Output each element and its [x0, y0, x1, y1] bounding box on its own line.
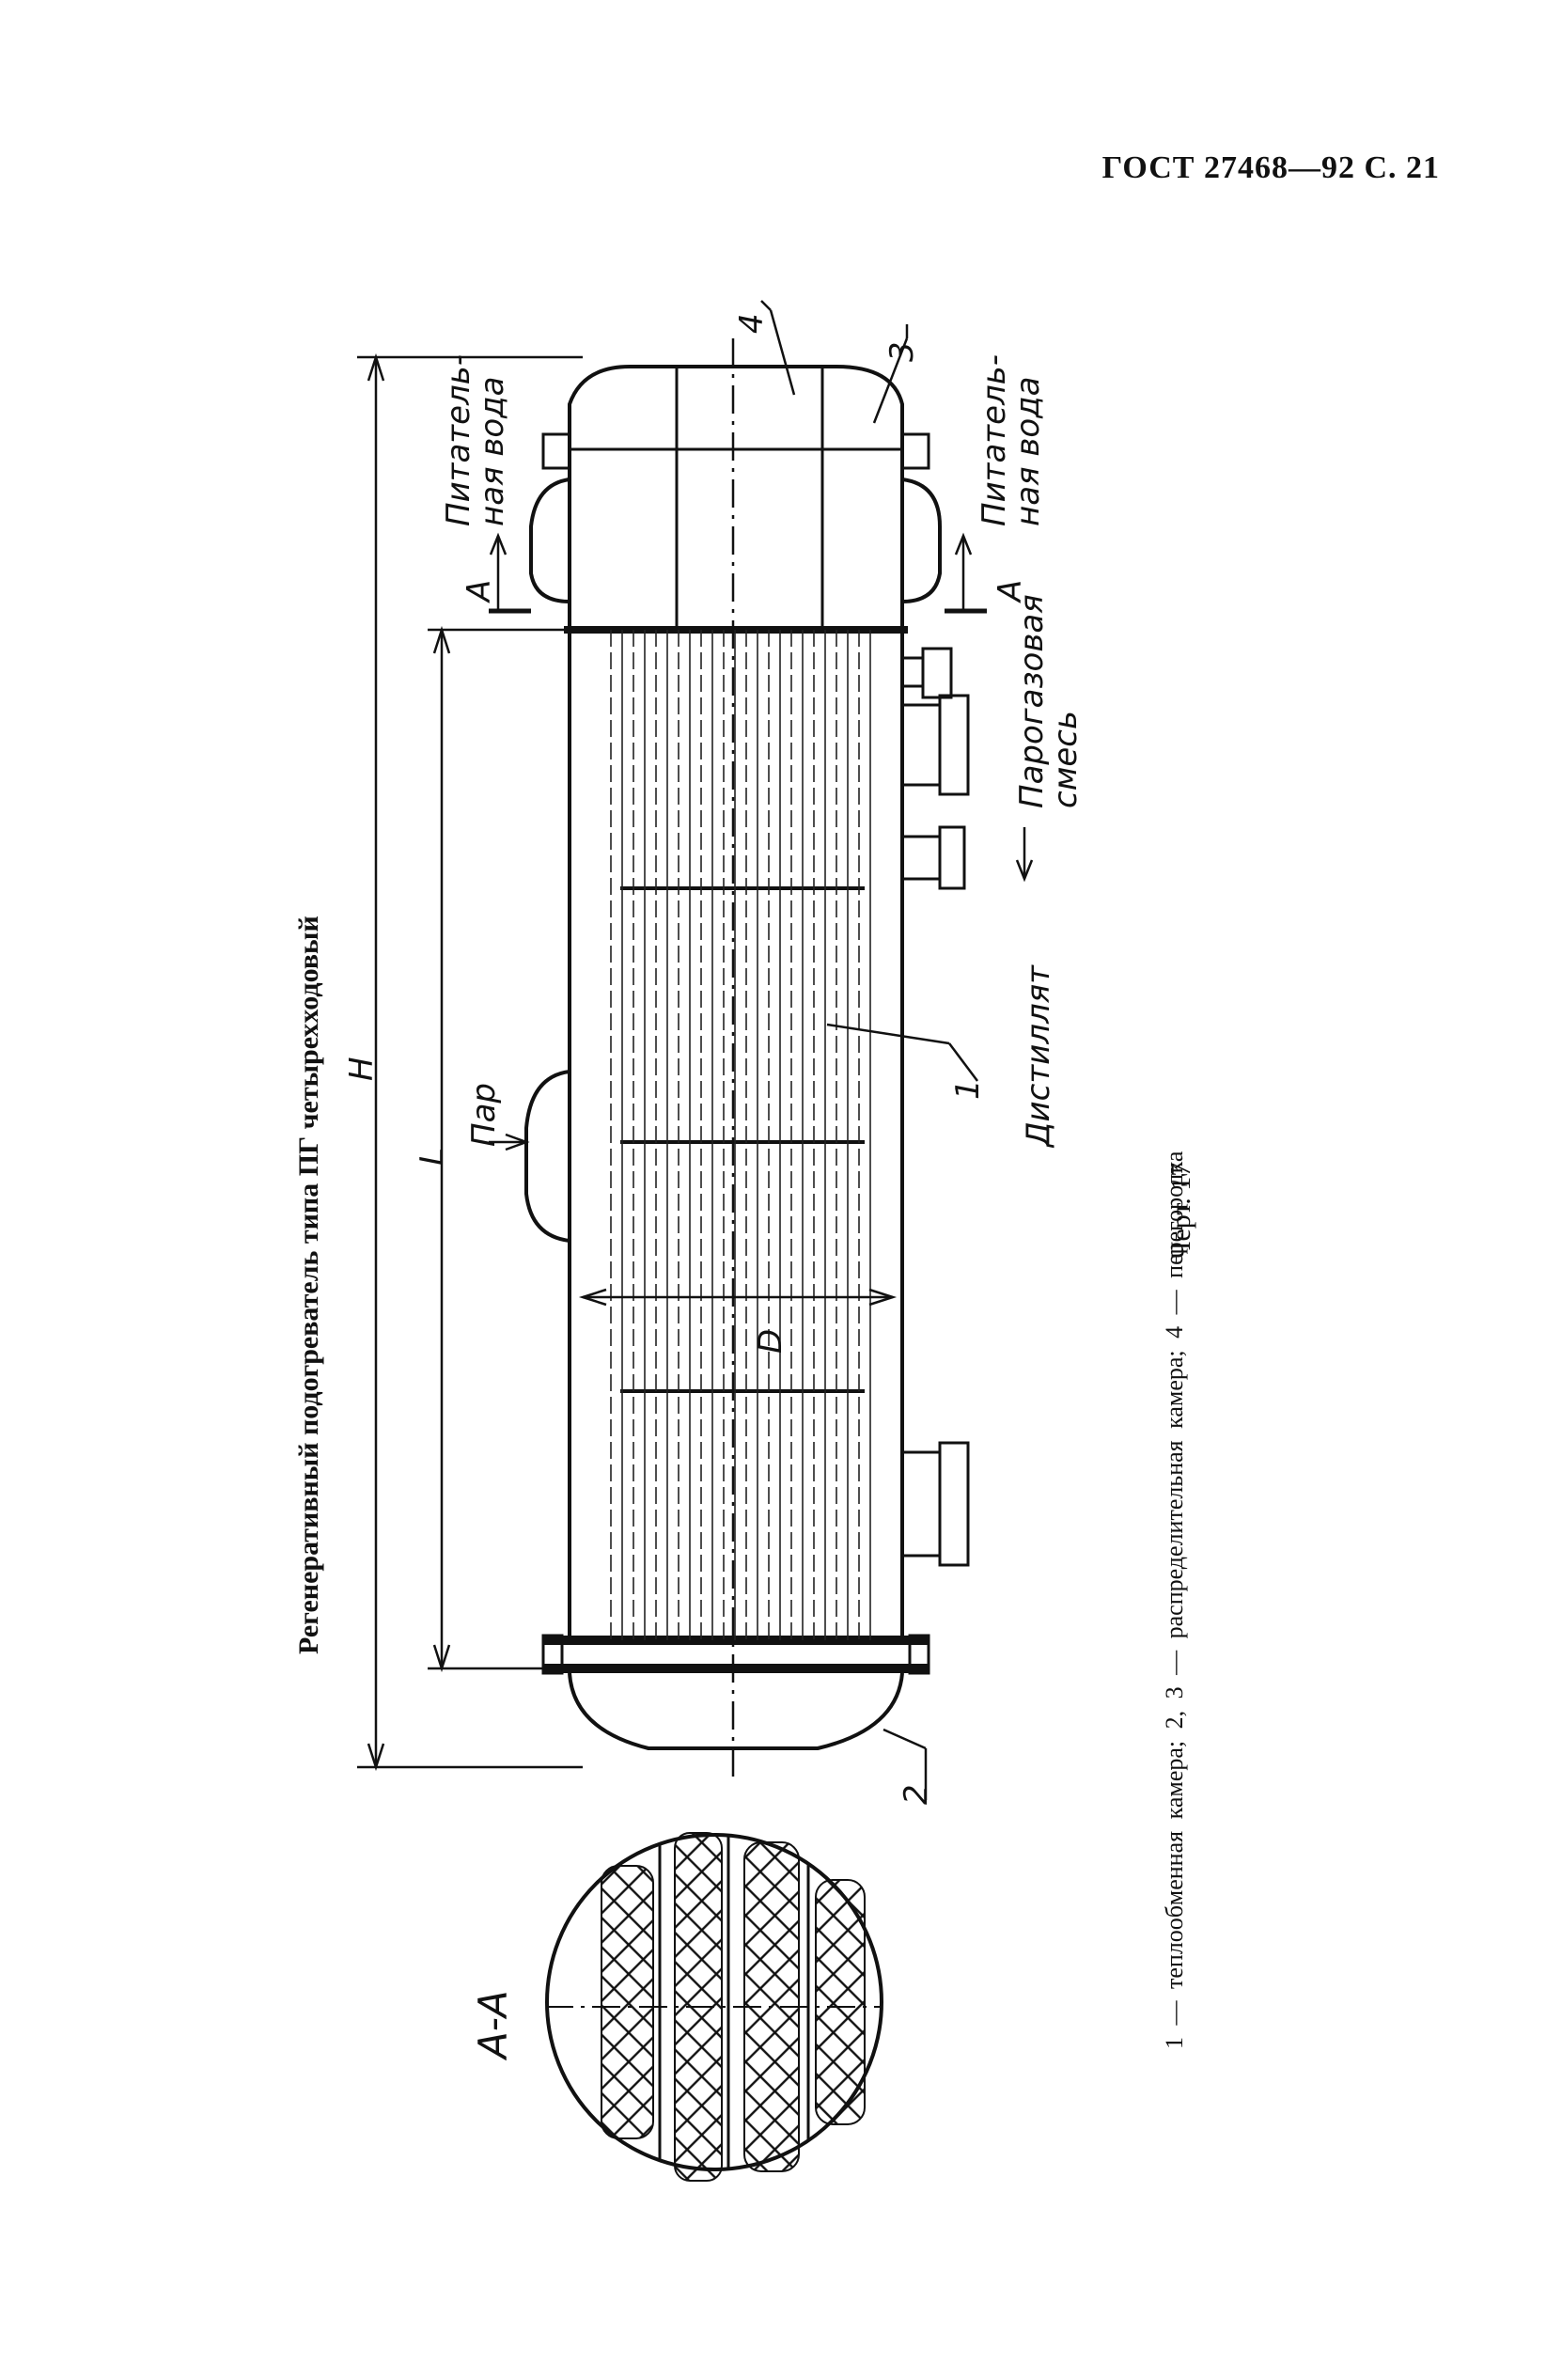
label-section-a-bottom: А	[992, 579, 1029, 602]
tube-bundle	[610, 630, 871, 1640]
heater-body	[524, 365, 970, 1750]
label-feed-water-bottom: Питатель- ная вода	[976, 353, 1047, 526]
figure-number: Черт. 17	[1165, 1162, 1196, 1260]
label-section-a-top: А	[461, 579, 498, 602]
label-distillate: Дистиллят	[1020, 965, 1057, 1147]
label-dim-l: L	[414, 1148, 451, 1166]
label-dim-h: H	[343, 1057, 381, 1081]
label-part-2: 2	[898, 1784, 935, 1805]
figure-legend: 1 — теплообменная камера; 2, 3 — распред…	[1161, 1151, 1188, 2049]
label-part-4: 4	[733, 313, 771, 334]
label-section-view: А-А	[470, 1990, 516, 2059]
section-a-a	[545, 1832, 883, 2182]
page-header: ГОСТ 27468—92 С. 21	[1101, 150, 1440, 185]
label-feed-water-top: Питатель- ная вода	[440, 353, 511, 526]
label-steam-gas-mix: Парогазовая смесь	[1013, 594, 1085, 808]
dimension-lines	[357, 300, 1034, 1800]
label-dim-d: D	[752, 1328, 789, 1354]
label-steam: Пар	[465, 1083, 503, 1147]
label-part-3: 3	[883, 341, 921, 362]
label-part-1: 1	[949, 1079, 987, 1100]
